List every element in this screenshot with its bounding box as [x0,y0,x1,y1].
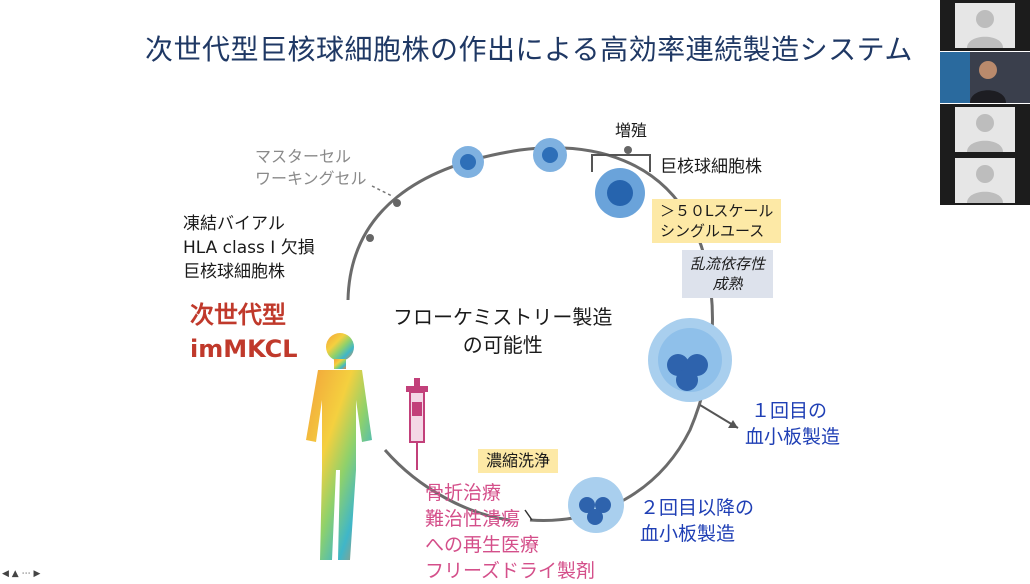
flow-chem-line-2: の可能性 [462,333,543,357]
participant-tile-video[interactable] [940,52,1030,103]
wash-box: 濃縮洗浄 [478,449,559,473]
participant-tile-4[interactable] [940,155,1030,206]
master-cell-line-1: マスターセル [255,147,352,166]
syringe-icon [406,378,428,470]
turbulence-box-line-2: 成熟 [712,275,743,293]
application-line-2: 難治性潰瘍 [425,508,521,530]
slide-title: 次世代型巨核球細胞株の作出による高効率連続製造システム [145,33,913,66]
master-cell-line-2: ワーキングセル [255,169,367,188]
first-arrowhead [728,420,738,428]
turbulence-box-line-1: 乱流依存性 [690,255,766,273]
slide-controls: ◀ ▲ ⋯ ▶ [2,569,40,581]
application-line-3: への再生医療 [425,534,540,556]
first-production-line-2: 血小板製造 [745,426,841,448]
cell-small-1 [452,146,484,178]
avatar-icon [955,158,1015,203]
scale-box: ＞５０Lスケール シングルユース [652,199,782,243]
return-arc [383,449,511,522]
right-strip [940,205,1030,581]
video-participant [940,52,1030,103]
second-production-line-2: 血小板製造 [640,523,736,545]
frozen-vial-line-2: HLA class I 欠損 [183,238,315,258]
cycle-diagram [306,138,739,560]
cell-small-2 [533,138,567,172]
cell-second [568,477,624,533]
application-line-1: 骨折治療 [425,482,502,504]
connector-tick [524,509,533,521]
first-production-line-1: １回目の [751,400,828,422]
turbulence-box: 乱流依存性 成熟 [682,250,774,298]
more-icon[interactable]: ⋯ [21,569,31,579]
avatar-icon [955,3,1015,48]
frozen-vial-line-1: 凍結バイアル [183,214,285,234]
scale-box-line-1: ＞５０Lスケール [660,202,774,220]
arc-dot [393,199,401,207]
presentation-slide: 次世代型巨核球細胞株の作出による高効率連続製造システム [145,33,913,582]
application-line-4: フリーズドライ製剤 [425,560,596,582]
next-gen-line-1: 次世代型 [190,301,286,329]
next-icon[interactable]: ▶ [33,569,41,579]
proliferation-label: 増殖 [615,121,648,140]
pointer-icon[interactable]: ▲ [11,569,19,579]
scale-box-line-2: シングルユース [660,222,765,240]
cell-medium [595,168,645,218]
arc-dot [366,234,374,242]
dashed-arrow [371,185,393,197]
arc-dot [624,146,632,154]
avatar-icon [955,107,1015,152]
previous-icon[interactable]: ◀ [2,569,9,579]
participant-tile-1[interactable] [940,0,1030,51]
cell-large [648,318,732,402]
human-figure [306,333,372,560]
second-production-line-1: ２回目以降の [640,497,755,519]
mk-cell-line-label: 巨核球細胞株 [660,157,762,177]
frozen-vial-line-3: 巨核球細胞株 [183,262,285,282]
proliferation-bracket [591,154,651,172]
flow-chem-line-1: フローケミストリー製造 [393,305,613,329]
participant-tile-3[interactable] [940,104,1030,155]
next-gen-line-2: imMKCL [190,335,298,363]
